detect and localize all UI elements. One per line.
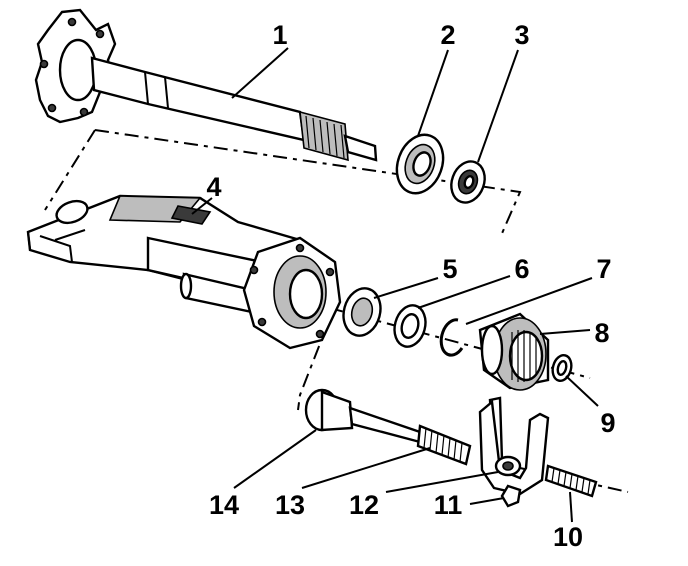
callout-8: 8 xyxy=(594,318,609,348)
leader-5 xyxy=(373,277,439,299)
callout-9: 9 xyxy=(600,408,615,438)
part-2-seal xyxy=(395,133,445,195)
leader-2 xyxy=(417,49,449,137)
leader-lines xyxy=(191,47,599,523)
callout-labels: 1 2 3 4 5 6 7 8 9 10 11 12 13 14 xyxy=(206,20,615,552)
leader-7 xyxy=(465,277,593,325)
callout-14: 14 xyxy=(209,490,239,520)
callout-4: 4 xyxy=(206,172,221,202)
leader-11 xyxy=(469,497,505,505)
part-13-spring xyxy=(416,424,472,466)
part-12-shift-fork xyxy=(478,396,550,496)
callout-1: 1 xyxy=(272,20,287,50)
leader-13 xyxy=(301,447,431,489)
callout-7: 7 xyxy=(596,254,611,284)
callout-10: 10 xyxy=(553,522,583,552)
callout-5: 5 xyxy=(442,254,457,284)
part-14-fork-shaft xyxy=(304,388,422,444)
part-7-snap-ring xyxy=(439,318,464,357)
callout-12: 12 xyxy=(349,490,379,520)
leader-14 xyxy=(233,429,317,489)
part-9-snap-ring xyxy=(551,354,573,382)
callout-11: 11 xyxy=(434,490,463,520)
part-11-detent xyxy=(500,484,522,508)
leader-8 xyxy=(539,329,591,335)
callout-2: 2 xyxy=(440,20,455,50)
part-1-axle-shaft xyxy=(34,8,378,162)
leader-12 xyxy=(385,471,499,493)
leader-6 xyxy=(417,275,511,309)
part-8-clutch-sleeve xyxy=(478,312,550,391)
part-10-spring xyxy=(544,464,598,498)
leader-4 xyxy=(191,197,213,215)
leader-10 xyxy=(569,491,573,523)
leader-1 xyxy=(231,47,289,99)
callout-6: 6 xyxy=(514,254,529,284)
part-6-washer xyxy=(393,304,427,348)
leader-9 xyxy=(565,375,599,407)
callout-13: 13 xyxy=(275,490,305,520)
housing-flange xyxy=(242,236,342,350)
part-3-bearing xyxy=(450,160,486,204)
part-5-washer xyxy=(342,287,382,337)
part-4-housing xyxy=(26,194,302,314)
callout-3: 3 xyxy=(514,20,529,50)
leader-3 xyxy=(477,49,519,163)
